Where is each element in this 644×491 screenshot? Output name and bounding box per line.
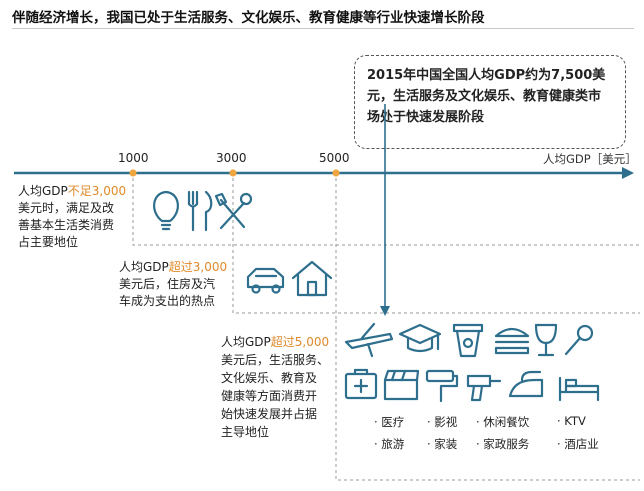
list-item: · KTV: [557, 414, 586, 428]
axis-arrowhead: [622, 167, 634, 179]
iron-icon: [508, 370, 544, 398]
list-item: · 医疗: [374, 415, 405, 429]
tick-label-1000: 1000: [118, 151, 149, 165]
lightbulb-icon: [153, 190, 179, 231]
list-item: · 家政服务: [476, 437, 530, 451]
drink-cup-icon: [452, 323, 484, 358]
stage1-guide: [132, 178, 640, 246]
paint-roller-icon: [425, 369, 459, 403]
stage3-highlight: 超过5,000: [270, 335, 330, 349]
stage2-rest: 美元后，住房及汽 车成为支出的热点: [119, 277, 216, 308]
airplane-icon: [344, 322, 394, 358]
wine-glass-icon: [534, 323, 558, 357]
axis-label: 人均GDP［美元］: [543, 152, 637, 166]
callout-arrowhead: [380, 306, 390, 316]
stage1-description: 人均GDP不足3,000 美元时，满足及改 善基本生活类消费 占主要地位: [18, 183, 133, 251]
stage1-rest: 美元时，满足及改 善基本生活类消费 占主要地位: [18, 201, 115, 249]
list-item: · 影视: [427, 415, 458, 429]
stage3-description: 人均GDP超过5,000 美元后，生活服务、 文化娱乐、教育及 健康等方面消费开 …: [221, 333, 336, 441]
list-item: · 旅游: [374, 437, 405, 451]
list-item: · 家装: [427, 437, 458, 451]
stage1-prefix: 人均GDP: [18, 184, 68, 198]
drill-icon: [466, 374, 502, 402]
stage2-highlight: 超过3,000: [168, 260, 228, 274]
tick-dot-1000: [129, 169, 137, 177]
microphone-icon: [564, 324, 594, 356]
gdp-2015-callout: 2015年中国全国人均GDP约为7,500美元，生活服务及文化娱乐、教育健康类市…: [354, 55, 626, 149]
title-divider: [12, 28, 634, 29]
graduation-cap-icon: [398, 323, 442, 353]
list-item: · 酒店业: [557, 437, 599, 451]
tools-icon: [214, 192, 253, 230]
stage2-description: 人均GDP超过3,000 美元后，住房及汽 车成为支出的热点: [119, 259, 234, 310]
tick-label-3000: 3000: [216, 151, 247, 165]
house-icon: [291, 260, 333, 297]
callout-text: 2015年中国全国人均GDP约为7,500美元，生活服务及文化娱乐、教育健康类市…: [367, 68, 606, 125]
car-icon: [246, 267, 285, 294]
page-title: 伴随经济增长，我国已处于生活服务、文化娱乐、教育健康等行业快速增长阶段: [12, 10, 485, 26]
burger-icon: [494, 327, 530, 355]
medical-kit-icon: [344, 368, 378, 400]
clapperboard-icon: [383, 369, 420, 401]
tick-dot-5000: [332, 169, 340, 177]
tick-dot-3000: [229, 169, 237, 177]
tick-label-5000: 5000: [319, 151, 350, 165]
stage1-highlight: 不足3,000: [67, 184, 127, 198]
list-item: · 休闲餐饮: [476, 415, 530, 429]
bed-icon: [558, 376, 600, 402]
fork-knife-icon: [187, 190, 213, 232]
stage3-rest: 美元后，生活服务、 文化娱乐、教育及 健康等方面消费开 始快速发展并占据 主导地…: [221, 353, 330, 439]
stage2-prefix: 人均GDP: [119, 260, 169, 274]
stage3-guide-lower: [335, 320, 640, 481]
stage3-prefix: 人均GDP: [221, 335, 271, 349]
stage2-guide-lower: [232, 250, 640, 314]
